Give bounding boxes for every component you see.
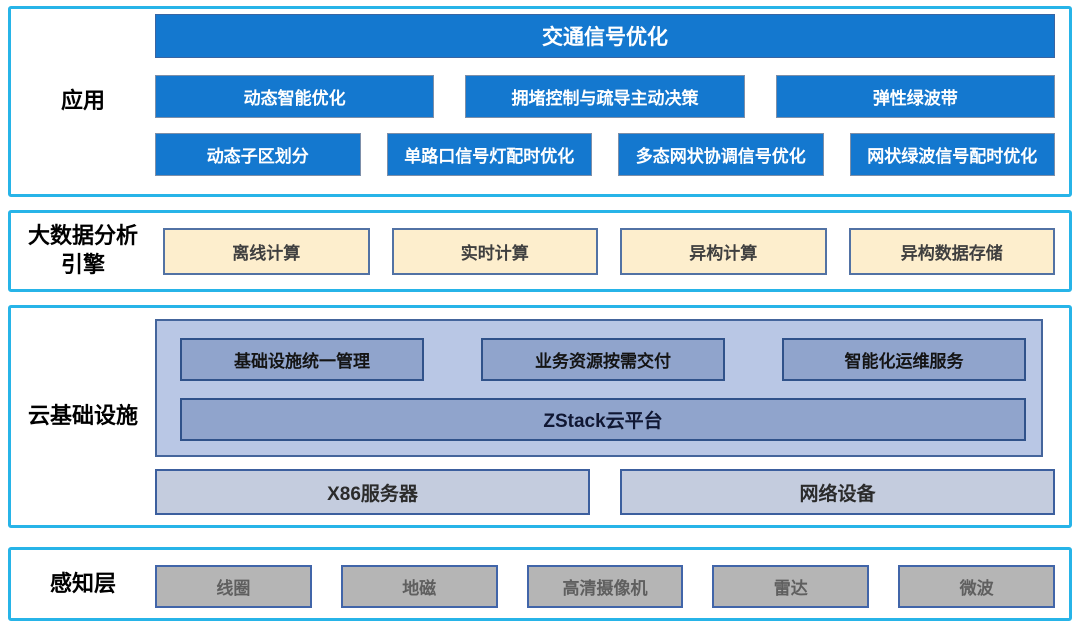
box-microwave: 微波 xyxy=(898,565,1055,608)
cloud-services-row: 基础设施统一管理 业务资源按需交付 智能化运维服务 xyxy=(180,338,1026,381)
box-intelligent-ops-service: 智能化运维服务 xyxy=(782,338,1026,381)
section-label-perception-layer: 感知层 xyxy=(11,550,155,618)
application-row-2: 动态智能优化 拥堵控制与疏导主动决策 弹性绿波带 xyxy=(155,75,1055,118)
section-cloud-infrastructure: 云基础设施 基础设施统一管理 业务资源按需交付 智能化运维服务 ZStack云平… xyxy=(8,305,1072,528)
box-realtime-computing: 实时计算 xyxy=(391,228,598,275)
section-application: 应用 交通信号优化 动态智能优化 拥堵控制与疏导主动决策 弹性绿波带 动态子区划… xyxy=(8,6,1072,197)
box-offline-computing: 离线计算 xyxy=(163,228,370,275)
box-single-intersection-signal-timing: 单路口信号灯配时优化 xyxy=(386,133,592,176)
section-label-cloud-infrastructure: 云基础设施 xyxy=(11,308,155,525)
box-on-demand-resource-delivery: 业务资源按需交付 xyxy=(481,338,725,381)
cloud-content: 基础设施统一管理 业务资源按需交付 智能化运维服务 ZStack云平台 X86服… xyxy=(155,308,1055,525)
cloud-label-text: 云基础设施 xyxy=(27,403,138,429)
bigdata-label-line2: 引擎 xyxy=(60,252,105,277)
section-label-application: 应用 xyxy=(11,9,155,194)
application-content: 交通信号优化 动态智能优化 拥堵控制与疏导主动决策 弹性绿波带 动态子区划分 单… xyxy=(155,9,1055,194)
application-row-3: 动态子区划分 单路口信号灯配时优化 多态网状协调信号优化 网状绿波信号配时优化 xyxy=(155,133,1055,176)
perception-label-text: 感知层 xyxy=(49,570,116,596)
cloud-platform-container: 基础设施统一管理 业务资源按需交付 智能化运维服务 ZStack云平台 xyxy=(155,319,1043,457)
box-multistate-network-coordination: 多态网状协调信号优化 xyxy=(618,133,824,176)
perception-content: 线圈 地磁 高清摄像机 雷达 微波 xyxy=(155,550,1055,618)
box-unified-infrastructure-management: 基础设施统一管理 xyxy=(180,338,424,381)
section-label-bigdata-engine: 大数据分析 引擎 xyxy=(11,213,155,289)
box-heterogeneous-computing: 异构计算 xyxy=(620,228,827,275)
bigdata-row: 离线计算 实时计算 异构计算 异构数据存储 xyxy=(155,228,1055,275)
traffic-signal-optimization-title: 交通信号优化 xyxy=(155,14,1055,58)
box-dynamic-intelligent-optimization: 动态智能优化 xyxy=(155,75,435,118)
box-heterogeneous-data-storage: 异构数据存储 xyxy=(848,228,1055,275)
box-flexible-green-wave: 弹性绿波带 xyxy=(775,75,1055,118)
box-x86-server: X86服务器 xyxy=(155,469,590,515)
bigdata-label-line1: 大数据分析 xyxy=(27,223,138,249)
box-geomagnetic-sensor: 地磁 xyxy=(340,565,498,608)
section-perception-layer: 感知层 线圈 地磁 高清摄像机 雷达 微波 xyxy=(8,547,1072,621)
application-label-text: 应用 xyxy=(60,88,105,114)
bigdata-content: 离线计算 实时计算 异构计算 异构数据存储 xyxy=(155,213,1055,289)
box-congestion-control-decision: 拥堵控制与疏导主动决策 xyxy=(465,75,745,118)
box-network-device: 网络设备 xyxy=(620,469,1055,515)
box-network-green-wave-timing: 网状绿波信号配时优化 xyxy=(849,133,1055,176)
box-zstack-cloud-platform: ZStack云平台 xyxy=(180,398,1026,441)
box-radar: 雷达 xyxy=(712,565,870,608)
section-bigdata-engine: 大数据分析 引擎 离线计算 实时计算 异构计算 异构数据存储 xyxy=(8,210,1072,292)
box-dynamic-subarea-division: 动态子区划分 xyxy=(155,133,361,176)
hardware-row: X86服务器 网络设备 xyxy=(155,469,1055,515)
box-hd-camera: 高清摄像机 xyxy=(526,565,684,608)
perception-row: 线圈 地磁 高清摄像机 雷达 微波 xyxy=(155,565,1055,608)
box-loop-detector: 线圈 xyxy=(155,565,312,608)
